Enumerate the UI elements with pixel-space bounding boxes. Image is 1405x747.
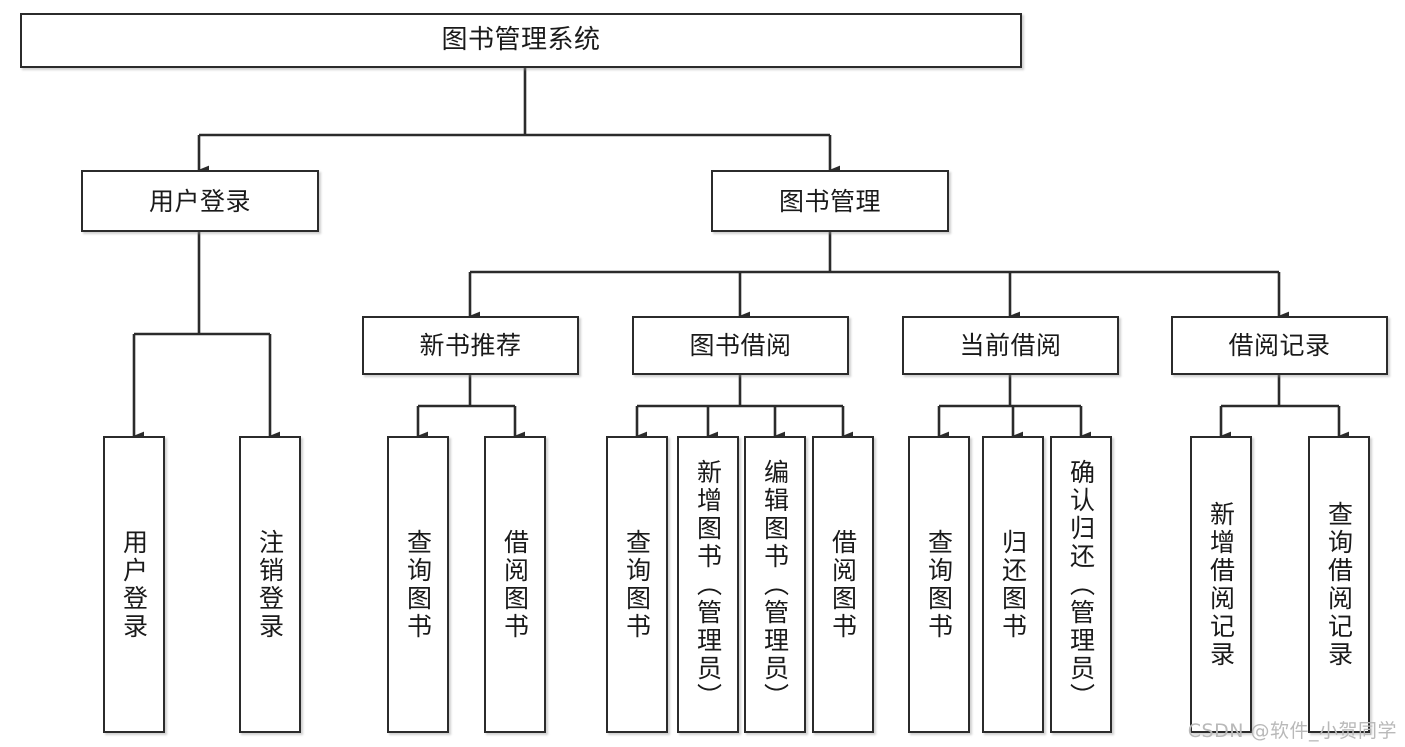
- node-leaf_return_book[interactable]: 归还图书: [982, 436, 1044, 733]
- node-label: 确认归还（管理员）: [1066, 458, 1096, 711]
- node-label: 新书推荐: [419, 331, 522, 360]
- node-user_login[interactable]: 用户登录: [81, 170, 319, 232]
- node-leaf_add_record[interactable]: 新增借阅记录: [1190, 436, 1252, 733]
- node-label: 图书管理系统: [441, 25, 601, 56]
- node-current_borrow[interactable]: 当前借阅: [902, 316, 1119, 375]
- node-label: 借阅记录: [1228, 331, 1331, 360]
- node-leaf_edit_book[interactable]: 编辑图书（管理员）: [744, 436, 806, 733]
- node-leaf_add_book[interactable]: 新增图书（管理员）: [677, 436, 739, 733]
- node-leaf_query_book_1[interactable]: 查询图书: [387, 436, 449, 733]
- node-label: 查询图书: [622, 528, 652, 641]
- node-leaf_borrow_book_2[interactable]: 借阅图书: [812, 436, 874, 733]
- node-leaf_query_record[interactable]: 查询借阅记录: [1308, 436, 1370, 733]
- node-label: 用户登录: [148, 186, 251, 216]
- node-label: 归还图书: [998, 528, 1028, 641]
- node-borrow_record[interactable]: 借阅记录: [1171, 316, 1388, 375]
- node-leaf_query_book_3[interactable]: 查询图书: [908, 436, 970, 733]
- node-book_borrow[interactable]: 图书借阅: [632, 316, 849, 375]
- node-label: 借阅图书: [828, 528, 858, 641]
- node-label: 借阅图书: [500, 528, 530, 641]
- node-label: 当前借阅: [959, 331, 1062, 360]
- node-root-图书管理系统[interactable]: 图书管理系统: [20, 13, 1022, 68]
- node-label: 编辑图书（管理员）: [760, 458, 790, 711]
- node-book_manage[interactable]: 图书管理: [711, 170, 949, 232]
- node-leaf_borrow_book_1[interactable]: 借阅图书: [484, 436, 546, 733]
- node-label: 用户登录: [119, 528, 149, 641]
- node-leaf_user_login[interactable]: 用户登录: [103, 436, 165, 733]
- node-leaf_query_book_2[interactable]: 查询图书: [606, 436, 668, 733]
- node-label: 查询借阅记录: [1324, 500, 1354, 669]
- node-label: 查询图书: [924, 528, 954, 641]
- node-label: 查询图书: [403, 528, 433, 641]
- node-label: 图书管理: [778, 186, 881, 216]
- node-label: 注销登录: [255, 528, 285, 641]
- node-label: 新增借阅记录: [1206, 500, 1236, 669]
- node-leaf_user_logout[interactable]: 注销登录: [239, 436, 301, 733]
- node-label: 新增图书（管理员）: [693, 458, 723, 711]
- connector-lines: [132, 68, 1350, 441]
- node-leaf_confirm_return[interactable]: 确认归还（管理员）: [1050, 436, 1112, 733]
- node-label: 图书借阅: [689, 331, 792, 360]
- node-new_book_rec[interactable]: 新书推荐: [362, 316, 579, 375]
